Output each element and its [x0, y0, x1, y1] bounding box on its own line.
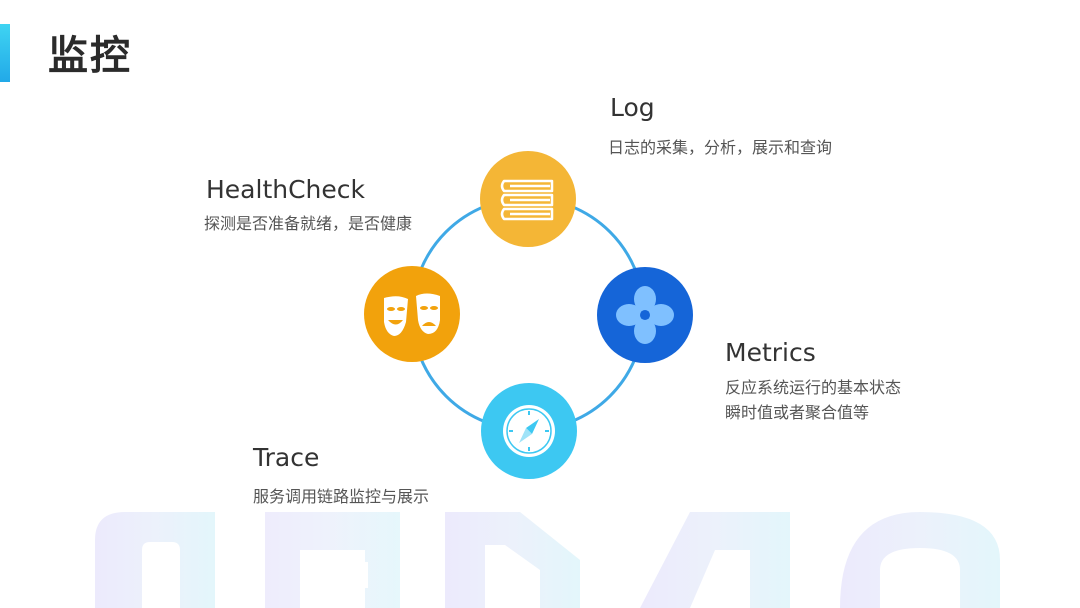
four-petal-icon	[616, 286, 674, 344]
metrics-node	[597, 267, 693, 363]
metrics-title: Metrics	[725, 338, 816, 367]
trace-title: Trace	[253, 443, 320, 472]
compass-icon	[503, 405, 555, 457]
log-node	[480, 151, 576, 247]
trace-description: 服务调用链路监控与展示	[253, 487, 430, 506]
background-watermark	[95, 512, 1000, 608]
title-accent-bar	[0, 24, 10, 82]
metrics-description-line1: 反应系统运行的基本状态	[725, 378, 902, 397]
theater-masks-icon	[384, 293, 440, 336]
healthcheck-description: 探测是否准备就绪，是否健康	[204, 214, 413, 233]
trace-node	[481, 383, 577, 479]
page-title: 监控	[48, 33, 132, 79]
log-description: 日志的采集，分析，展示和查询	[608, 138, 833, 157]
healthcheck-title: HealthCheck	[206, 175, 365, 204]
metrics-description-line2: 瞬时值或者聚合值等	[725, 403, 870, 422]
log-title: Log	[610, 93, 655, 122]
books-icon	[500, 179, 554, 221]
healthcheck-node	[364, 266, 460, 362]
